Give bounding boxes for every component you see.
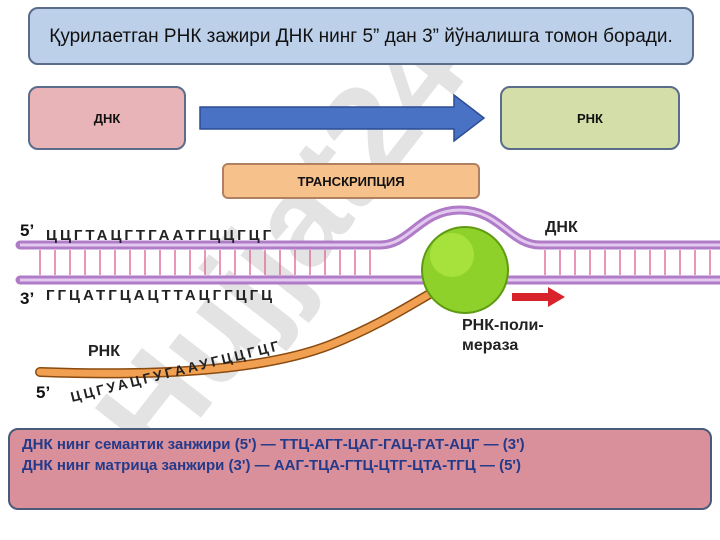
transcription-label: ТРАНСКРИПЦИЯ [297,173,405,189]
diagram-dna-label: ДНК [545,219,578,236]
template-strand-text: ДНК нинг матрица занжири (3') — ААГ-ТЦА-… [22,457,521,474]
bottom-strand-prime: 3’ [20,289,34,308]
rna-label: РНК [577,110,603,126]
semantic-strand-text: ДНК нинг семантик занжири (5') — ТТЦ-АГТ… [22,436,525,453]
diagram-rna-label: РНК [88,343,120,360]
page-title: Қурилаетган РНК зажири ДНК нинг 5” дан 3… [49,25,673,47]
dna-label: ДНК [93,110,121,126]
direction-arrow [512,287,565,307]
transcription-box: ТРАНСКРИПЦИЯ [222,163,480,199]
rna-box: РНК [500,86,680,150]
polymerase-label-line1: РНК-поли- [462,317,544,334]
base-pair-rungs [39,250,711,275]
title-box: Қурилаетган РНК зажири ДНК нинг 5” дан 3… [28,7,694,65]
rna-prime: 5’ [36,383,50,402]
top-strand-prime: 5’ [20,221,34,240]
dna-box: ДНК [28,86,186,150]
bottom-strand-sequence: ГГЦАТГЦАЦТТАЦГГЦГЦ [46,287,275,304]
top-strand-sequence: ЦЦГТАЦГТГААТГЦЦГЦГ [46,227,274,244]
dna-to-rna-arrow [199,93,486,143]
polymerase-label-line2: мераза [462,337,518,354]
sequences-box: ДНК нинг семантик занжири (5') — ТТЦ-АГТ… [8,428,712,510]
transcription-diagram: 5’ ЦЦГТАЦГТГААТГЦЦГЦГ 3’ ГГЦАТГЦАЦТТАЦГГ… [15,205,720,405]
